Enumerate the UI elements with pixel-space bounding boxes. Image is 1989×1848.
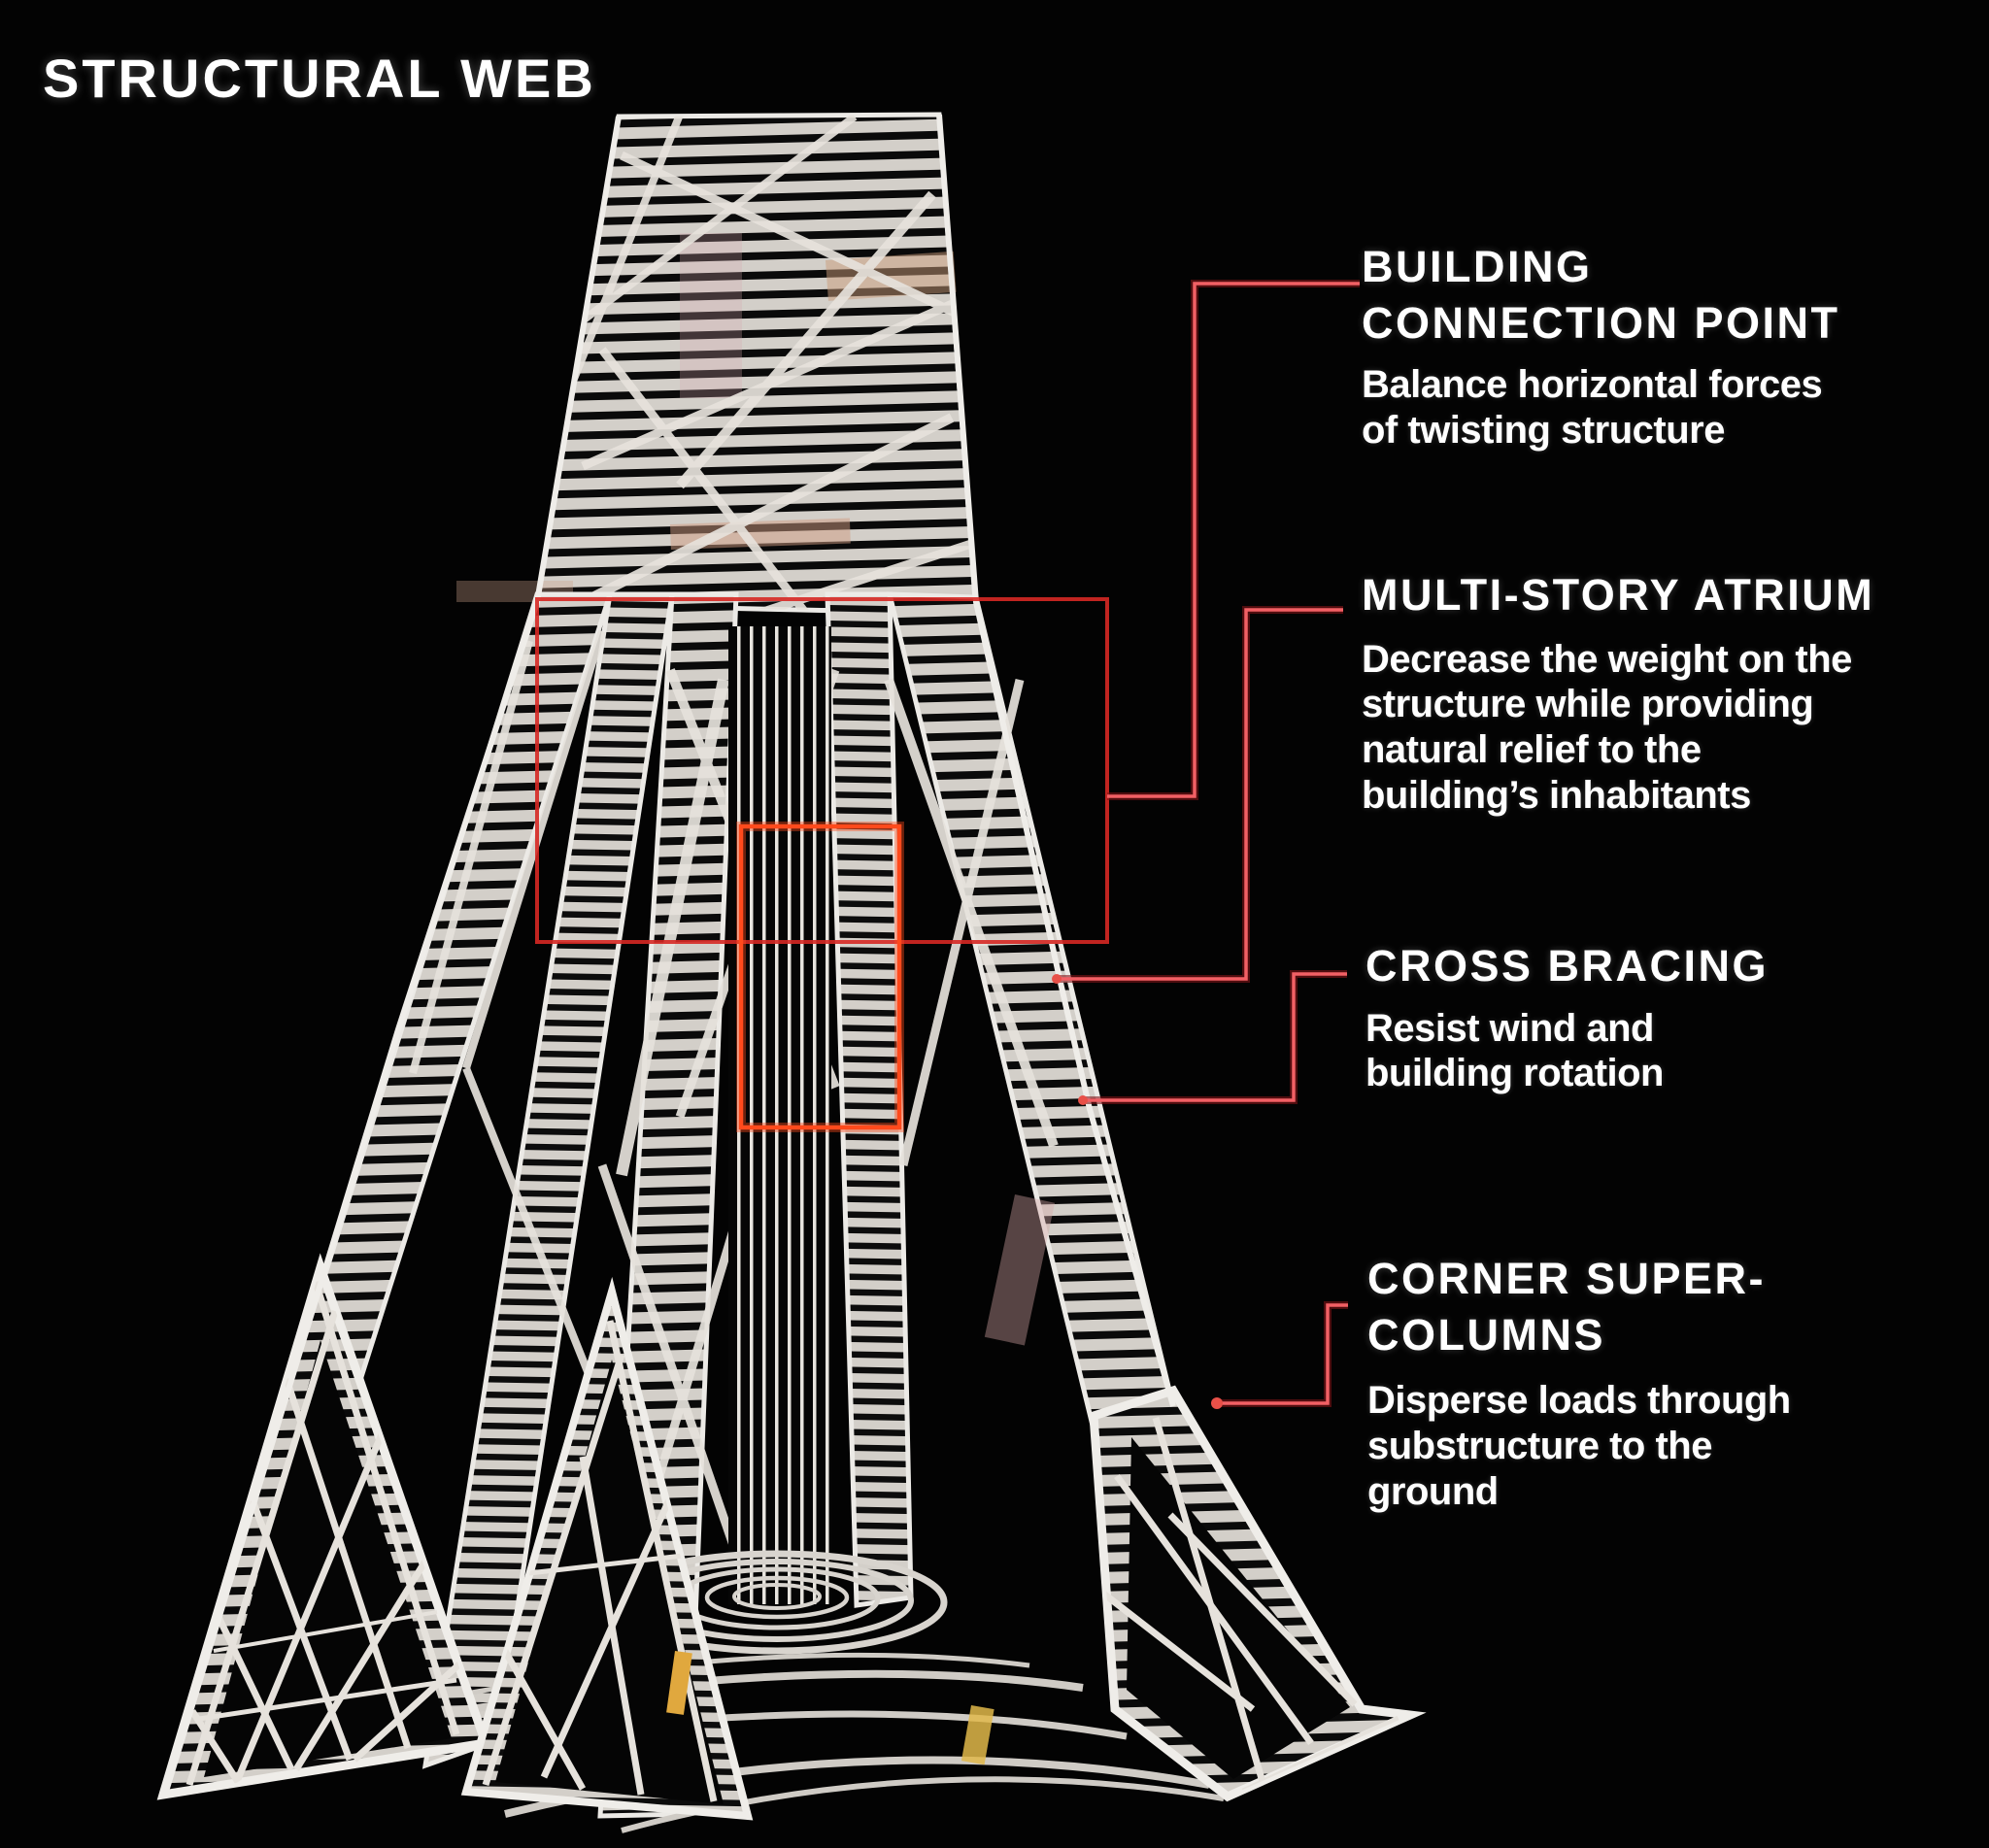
annotation-body: Balance horizontal forces of twisting st… (1362, 363, 1823, 452)
right-foot-lattice (961, 1391, 1410, 1797)
annotation-body: Disperse loads through substructure to t… (1367, 1379, 1791, 1513)
middle-foot-lattice (466, 1292, 748, 1816)
annotation-heading: CROSS BRACING (1365, 941, 1770, 991)
highlight-rectangle-atrium (738, 823, 902, 1130)
annotation-cross-bracing: CROSS BRACING Resist wind and building r… (1365, 938, 1987, 1096)
diagram-title: STRUCTURAL WEB (43, 48, 596, 109)
leader-line-building-connection-point (1107, 282, 1360, 798)
annotation-body: Decrease the weight on the structure whi… (1362, 637, 1852, 817)
tower-core (728, 626, 831, 1604)
annotation-multi-story-atrium: MULTI-STORY ATRIUM Decrease the weight o… (1362, 567, 1983, 819)
annotation-heading: CORNER SUPER- COLUMNS (1367, 1254, 1767, 1360)
leader-lines (1052, 280, 1360, 1409)
highlight-overlays (535, 280, 1360, 1409)
leader-line-corner-super-columns (1217, 1303, 1348, 1405)
annotation-corner-super-columns: CORNER SUPER- COLUMNS Disperse loads thr… (1367, 1251, 1989, 1515)
left-foot-lattice (163, 1267, 486, 1795)
tower-lattice (163, 115, 1410, 1833)
annotation-building-connection-point: BUILDING CONNECTION POINT Balance horizo… (1362, 239, 1983, 454)
leader-line-cross-bracing (1083, 972, 1347, 1102)
annotation-heading: BUILDING CONNECTION POINT (1362, 242, 1840, 348)
highlight-rectangle-connection-region (535, 597, 1109, 944)
annotation-heading: MULTI-STORY ATRIUM (1362, 570, 1875, 620)
leader-line-multi-story-atrium (1057, 608, 1343, 981)
annotation-body: Resist wind and building rotation (1365, 1006, 1665, 1095)
